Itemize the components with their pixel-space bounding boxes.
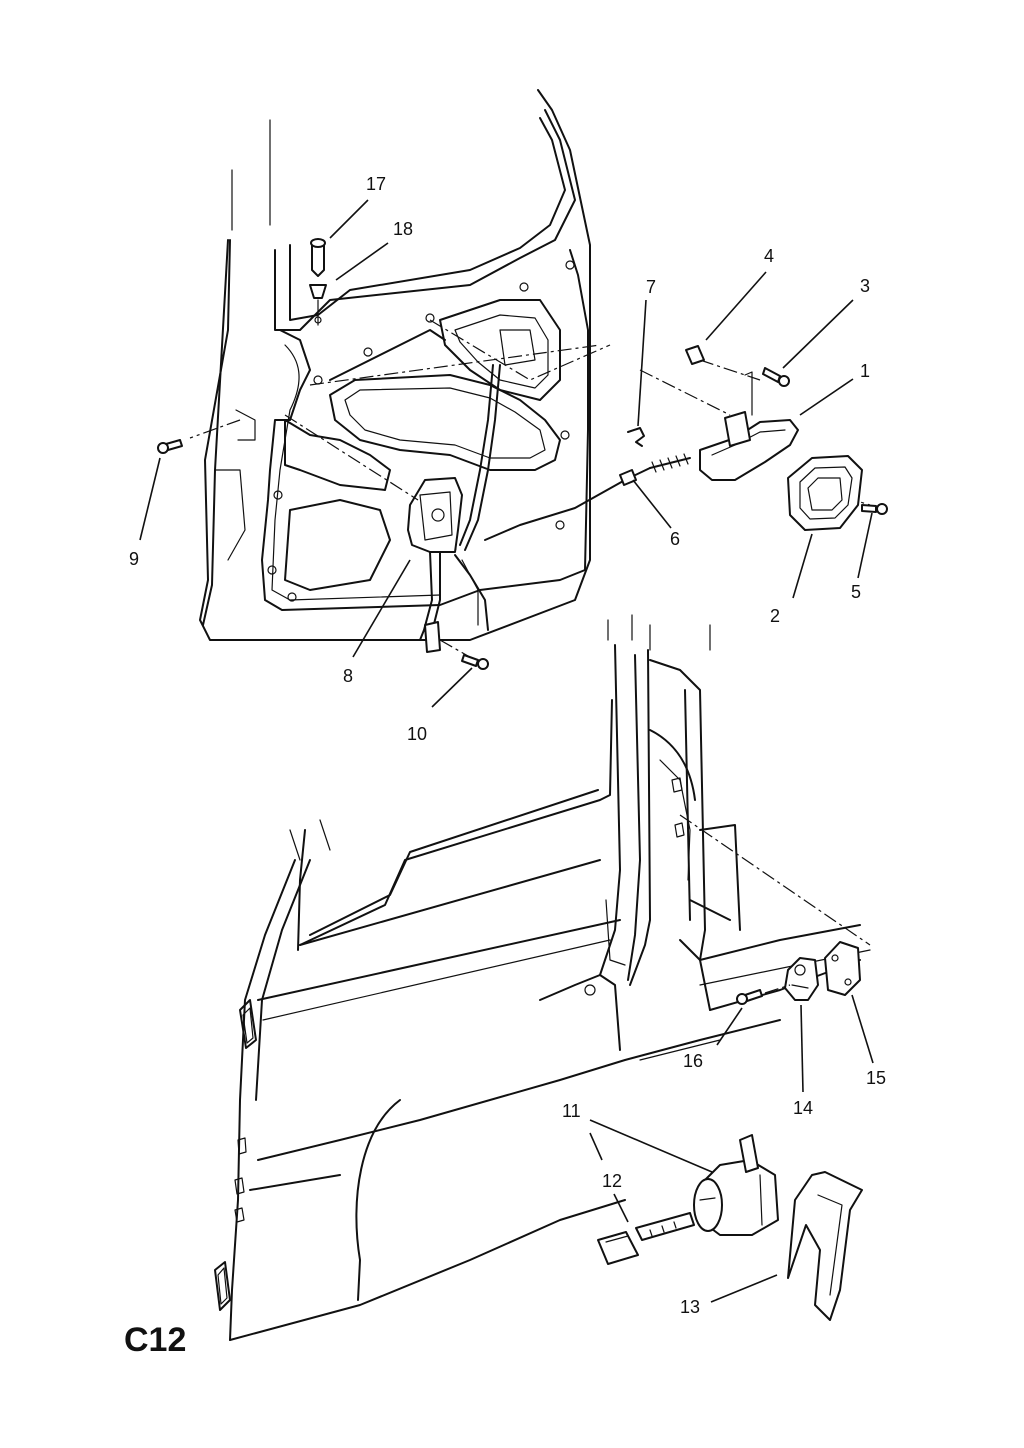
callout-14: 14 xyxy=(793,1098,813,1118)
callout-9: 9 xyxy=(129,549,139,569)
callout-8: 8 xyxy=(343,666,353,686)
callout-17: 17 xyxy=(366,174,386,194)
callout-16: 16 xyxy=(683,1051,703,1071)
callout-leaders xyxy=(139,199,874,1303)
callout-5: 5 xyxy=(851,582,861,602)
callout-6: 6 xyxy=(670,529,680,549)
callout-numbers: 1 2 3 4 5 6 7 8 9 10 11 12 13 14 15 16 1… xyxy=(129,174,886,1317)
door-inner-panel xyxy=(199,89,691,653)
key xyxy=(597,1212,695,1265)
callout-1: 1 xyxy=(860,361,870,381)
small-fasteners xyxy=(157,238,888,670)
callout-7: 7 xyxy=(646,277,656,297)
callout-12: 12 xyxy=(602,1171,622,1191)
callout-2: 2 xyxy=(770,606,780,626)
page-code: C12 xyxy=(124,1321,186,1359)
handle-bezel xyxy=(787,455,863,531)
callout-3: 3 xyxy=(860,276,870,296)
callout-4: 4 xyxy=(764,246,774,266)
callout-10: 10 xyxy=(407,724,427,744)
retaining-clip xyxy=(787,1171,863,1321)
inner-door-handle xyxy=(699,371,799,481)
striker-assembly xyxy=(736,941,861,1005)
lock-cylinder xyxy=(693,1134,779,1236)
callout-18: 18 xyxy=(393,219,413,239)
callout-13: 13 xyxy=(680,1297,700,1317)
callout-15: 15 xyxy=(866,1068,886,1088)
callout-11: 11 xyxy=(562,1101,581,1121)
body-side-panel xyxy=(214,614,871,1341)
